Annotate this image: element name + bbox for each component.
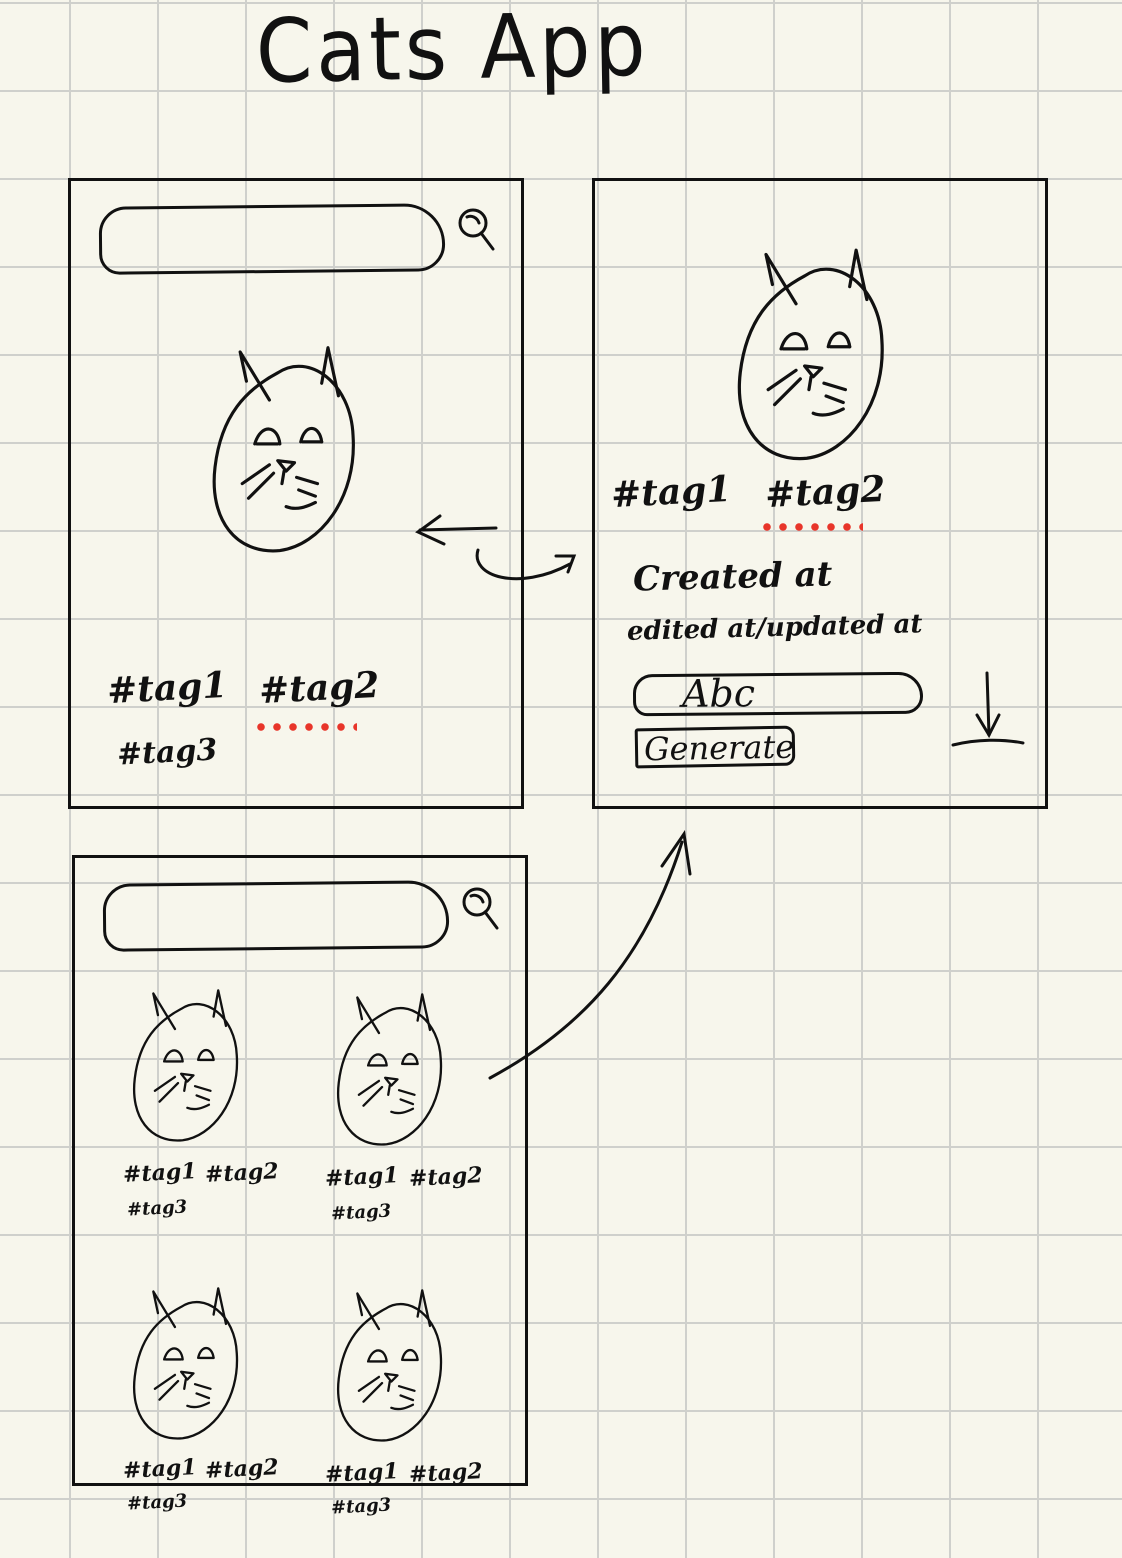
cat-card-image[interactable] bbox=[329, 1278, 449, 1448]
search-input[interactable] bbox=[98, 203, 446, 275]
cat-image[interactable] bbox=[203, 331, 363, 561]
tag-chip[interactable]: #tag2 bbox=[257, 663, 381, 713]
created-at-label: Created at bbox=[632, 554, 833, 600]
tag-chip[interactable]: #tag1 bbox=[122, 1158, 198, 1188]
search-input[interactable] bbox=[102, 880, 450, 952]
list-detail-screen: #tag1 #tag2 #tag3 bbox=[68, 178, 524, 809]
cat-card-image[interactable] bbox=[125, 1276, 245, 1446]
tag-chip[interactable]: #tag3 bbox=[126, 1490, 188, 1515]
tag-chip[interactable]: #tag1 bbox=[122, 1454, 198, 1484]
cat-card-image[interactable] bbox=[329, 982, 449, 1152]
back-arrow bbox=[415, 514, 498, 546]
cats-grid-screen: #tag1 #tag2 #tag3 #tag1 #tag2 #tag3 #tag… bbox=[72, 855, 528, 1519]
tag-chip[interactable]: #tag3 bbox=[116, 732, 219, 773]
tag-chip[interactable]: #tag2 bbox=[204, 1454, 280, 1484]
tag-chip[interactable]: #tag3 bbox=[330, 1200, 392, 1225]
cat-image bbox=[729, 233, 891, 469]
app-title: Cats App bbox=[255, 0, 651, 103]
navigate-arrow bbox=[488, 830, 692, 1080]
download-icon[interactable] bbox=[947, 671, 1027, 751]
tag-chip[interactable]: #tag1 bbox=[324, 1162, 400, 1192]
generate-button[interactable]: Generate bbox=[634, 725, 796, 769]
tag-chip[interactable]: #tag3 bbox=[126, 1196, 188, 1221]
tag-chip[interactable]: #tag2 bbox=[763, 467, 887, 517]
tag-chip[interactable]: #tag2 bbox=[408, 1162, 484, 1192]
tag-chip[interactable]: #tag1 bbox=[609, 467, 733, 517]
tag-highlight-dots bbox=[253, 723, 357, 731]
edited-at-label: edited at/updated at bbox=[626, 609, 923, 647]
text-input[interactable]: Abc bbox=[632, 671, 924, 717]
tag-chip[interactable]: #tag3 bbox=[330, 1494, 392, 1519]
tag-chip[interactable]: #tag1 bbox=[105, 663, 229, 713]
tag-chip[interactable]: #tag1 bbox=[324, 1458, 400, 1488]
navigate-arrow bbox=[475, 548, 577, 581]
tag-chip[interactable]: #tag2 bbox=[204, 1158, 280, 1188]
tag-highlight-dots bbox=[759, 523, 863, 531]
tag-chip[interactable]: #tag2 bbox=[408, 1458, 484, 1488]
cat-detail-screen: #tag1 #tag2 Created at edited at/updated… bbox=[592, 178, 1048, 809]
cat-card-image[interactable] bbox=[125, 978, 245, 1148]
search-icon[interactable] bbox=[457, 207, 501, 255]
